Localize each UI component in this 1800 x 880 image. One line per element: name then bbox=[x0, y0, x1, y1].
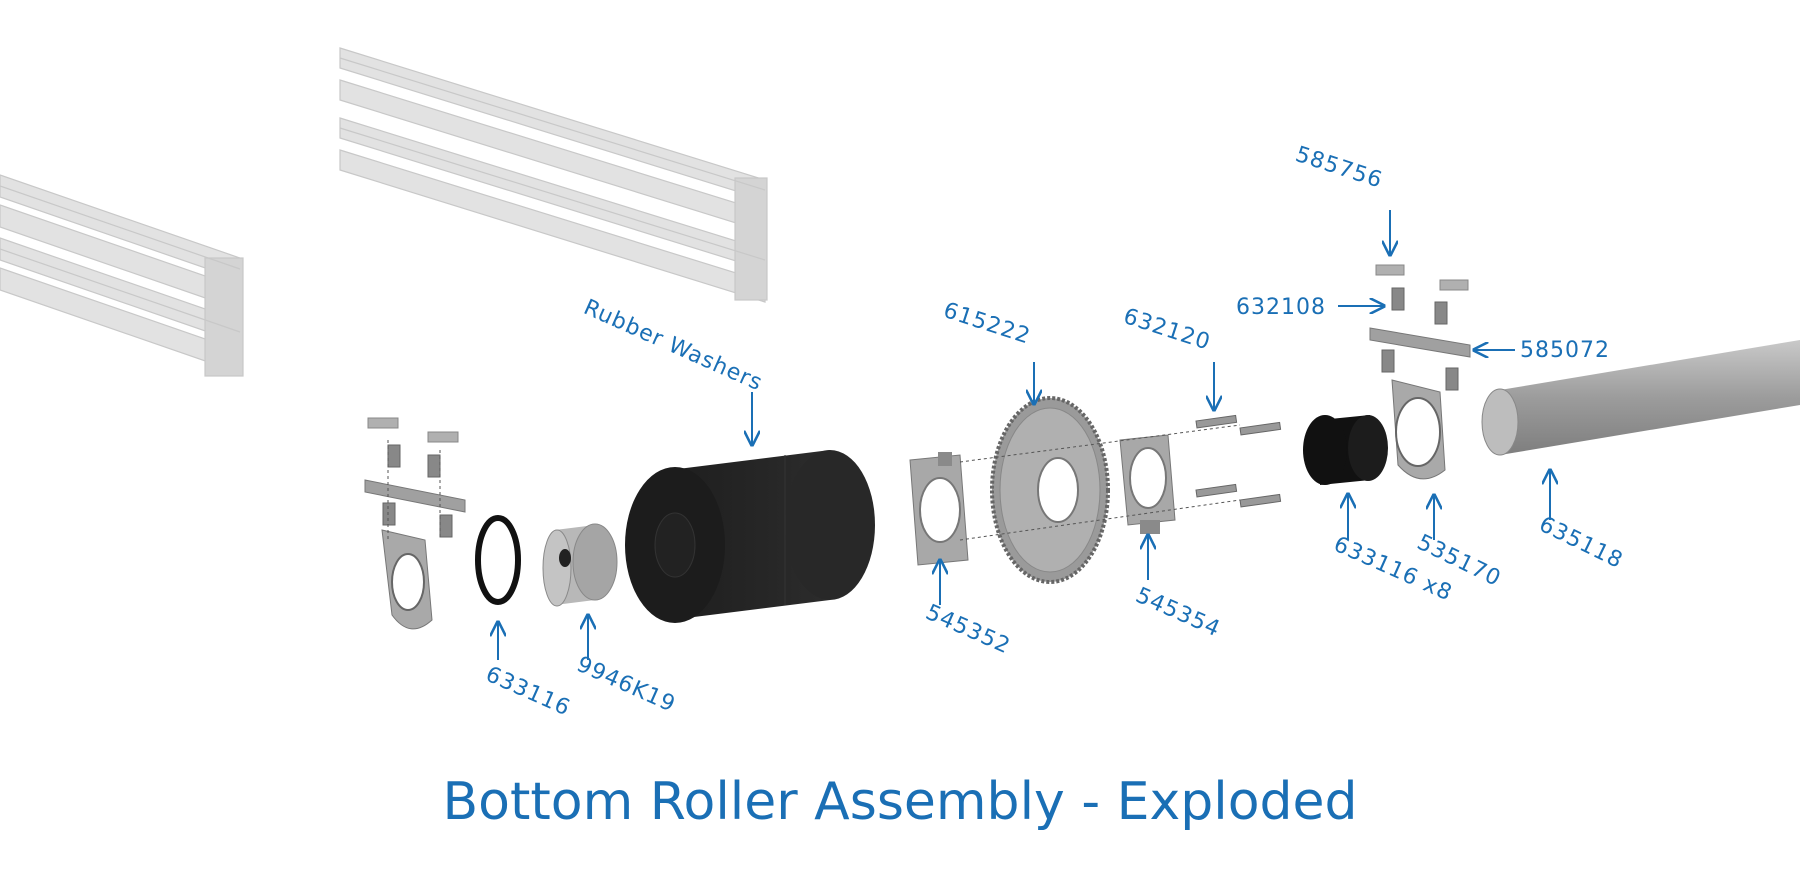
clamp-hub-545354 bbox=[1119, 434, 1176, 534]
clamp-hub-545352 bbox=[909, 452, 969, 566]
callout-arrows bbox=[498, 210, 1550, 660]
right-pillow-bracket bbox=[1369, 264, 1471, 480]
bushing-stack bbox=[1303, 415, 1388, 485]
snap-ring-part bbox=[475, 515, 521, 605]
alignment-lines bbox=[959, 424, 1241, 541]
left-pillow-bracket bbox=[364, 417, 466, 630]
rubber-roller-part bbox=[625, 450, 875, 623]
extrusion-top bbox=[339, 47, 768, 303]
callout-632108: 632108 bbox=[1236, 295, 1326, 320]
gear-part bbox=[990, 396, 1110, 584]
diagram-title: Bottom Roller Assembly - Exploded bbox=[442, 772, 1358, 832]
extrusion-left bbox=[0, 174, 244, 377]
callout-585072: 585072 bbox=[1520, 338, 1610, 363]
tube-part bbox=[1481, 340, 1800, 456]
screws-632120 bbox=[1195, 414, 1282, 508]
spacer-part bbox=[542, 523, 618, 607]
